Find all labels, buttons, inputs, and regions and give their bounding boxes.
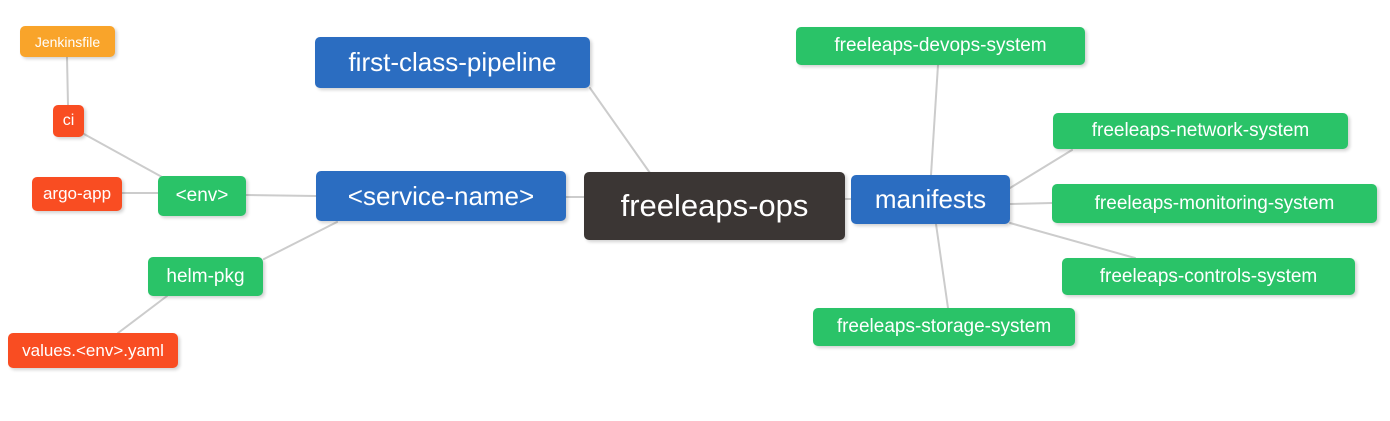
edge-ci-env (83, 133, 163, 178)
node-freeleaps-network-system[interactable]: freeleaps-network-system (1053, 113, 1348, 149)
edge-manifests-storage-system (935, 223, 949, 309)
edge-jenkinsfile-ci (66, 56, 69, 106)
node-freeleaps-devops-system[interactable]: freeleaps-devops-system (796, 27, 1085, 65)
node-manifests[interactable]: manifests (851, 175, 1010, 224)
node-helm-pkg[interactable]: helm-pkg (148, 257, 263, 296)
node-jenkinsfile[interactable]: Jenkinsfile (20, 26, 115, 57)
node-freeleaps-controls-system[interactable]: freeleaps-controls-system (1062, 258, 1355, 295)
edge-manifests-controls-system (1009, 222, 1136, 259)
node-env[interactable]: <env> (158, 176, 246, 216)
node-first-class-pipeline[interactable]: first-class-pipeline (315, 37, 590, 88)
node-freeleaps-monitoring-system[interactable]: freeleaps-monitoring-system (1052, 184, 1377, 223)
edge-pipeline-freeleaps-ops (589, 87, 651, 174)
edge-manifests-monitoring-system (1009, 202, 1053, 205)
node-service-name[interactable]: <service-name> (316, 171, 566, 221)
node-freeleaps-ops[interactable]: freeleaps-ops (584, 172, 845, 240)
node-ci[interactable]: ci (53, 105, 84, 137)
edge-manifests-network-system (1009, 149, 1073, 189)
edge-env-service-name (245, 194, 317, 197)
edge-values-helm-pkg (117, 295, 168, 334)
edge-manifests-devops-system (930, 64, 939, 176)
node-values-env-yaml[interactable]: values.<env>.yaml (8, 333, 178, 368)
edge-helm-pkg-service-name (263, 221, 338, 260)
node-freeleaps-storage-system[interactable]: freeleaps-storage-system (813, 308, 1075, 346)
node-argo-app[interactable]: argo-app (32, 177, 122, 211)
